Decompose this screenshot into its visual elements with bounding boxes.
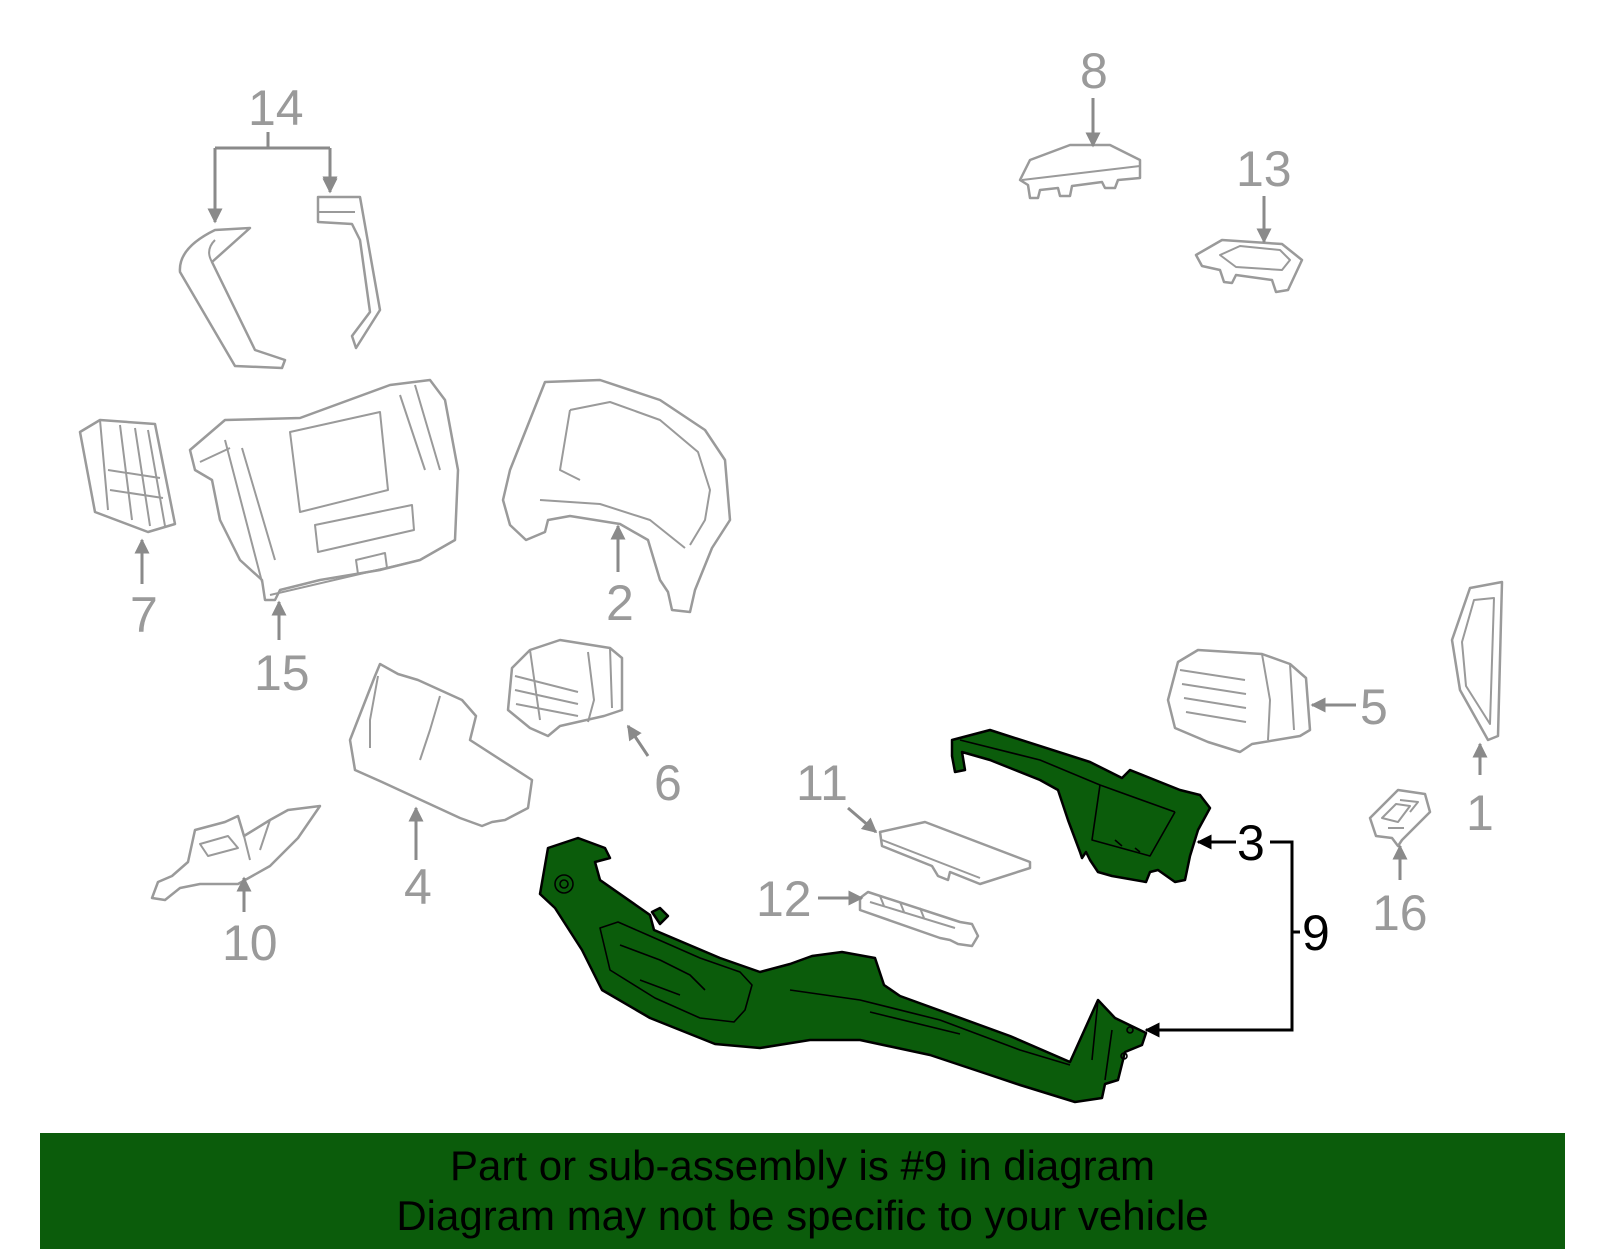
- part-11-pad: [878, 820, 1032, 886]
- callout-labels: 14 8 13 7 15 2 1 5 16 6 4 10 11 12 3 9: [130, 43, 1494, 971]
- part-6-vent: [506, 638, 624, 738]
- part-7-vent: [78, 418, 177, 534]
- callout-2: 2: [606, 575, 634, 631]
- part-5-vent: [1166, 648, 1312, 754]
- callout-10: 10: [222, 915, 278, 971]
- callout-15: 15: [254, 645, 310, 701]
- banner-line-1: Part or sub-assembly is #9 in diagram: [450, 1142, 1155, 1189]
- part-3-console-trim: [950, 728, 1212, 884]
- part-4-panel: [348, 662, 534, 828]
- callout-5: 5: [1360, 679, 1388, 735]
- part-13-switch: [1194, 238, 1304, 294]
- part-12-strip: [858, 890, 980, 948]
- part-2-cluster-hood: [501, 378, 732, 614]
- callout-11: 11: [796, 755, 848, 811]
- callout-16: 16: [1372, 885, 1428, 941]
- leader-lines: [134, 98, 1488, 1038]
- callout-12: 12: [756, 871, 812, 927]
- callout-6: 6: [654, 755, 682, 811]
- part-8-cover: [1018, 143, 1142, 200]
- part-15-bezel: [188, 378, 460, 602]
- callout-1: 1: [1466, 785, 1494, 841]
- callout-14: 14: [248, 80, 304, 136]
- info-banner: Part or sub-assembly is #9 in diagram Di…: [40, 1133, 1565, 1249]
- callout-4: 4: [404, 859, 432, 915]
- part-16-switch: [1368, 788, 1432, 848]
- banner-line-2: Diagram may not be specific to your vehi…: [396, 1192, 1209, 1239]
- callout-13: 13: [1236, 141, 1292, 197]
- callout-3: 3: [1237, 815, 1265, 871]
- part-9-console-panel: [538, 836, 1148, 1104]
- callout-8: 8: [1080, 43, 1108, 99]
- callout-9: 9: [1302, 905, 1330, 961]
- part-1-trim: [1450, 580, 1504, 742]
- part-14-trim: [178, 195, 382, 370]
- part-10-bracket: [150, 804, 322, 902]
- callout-7: 7: [130, 587, 158, 643]
